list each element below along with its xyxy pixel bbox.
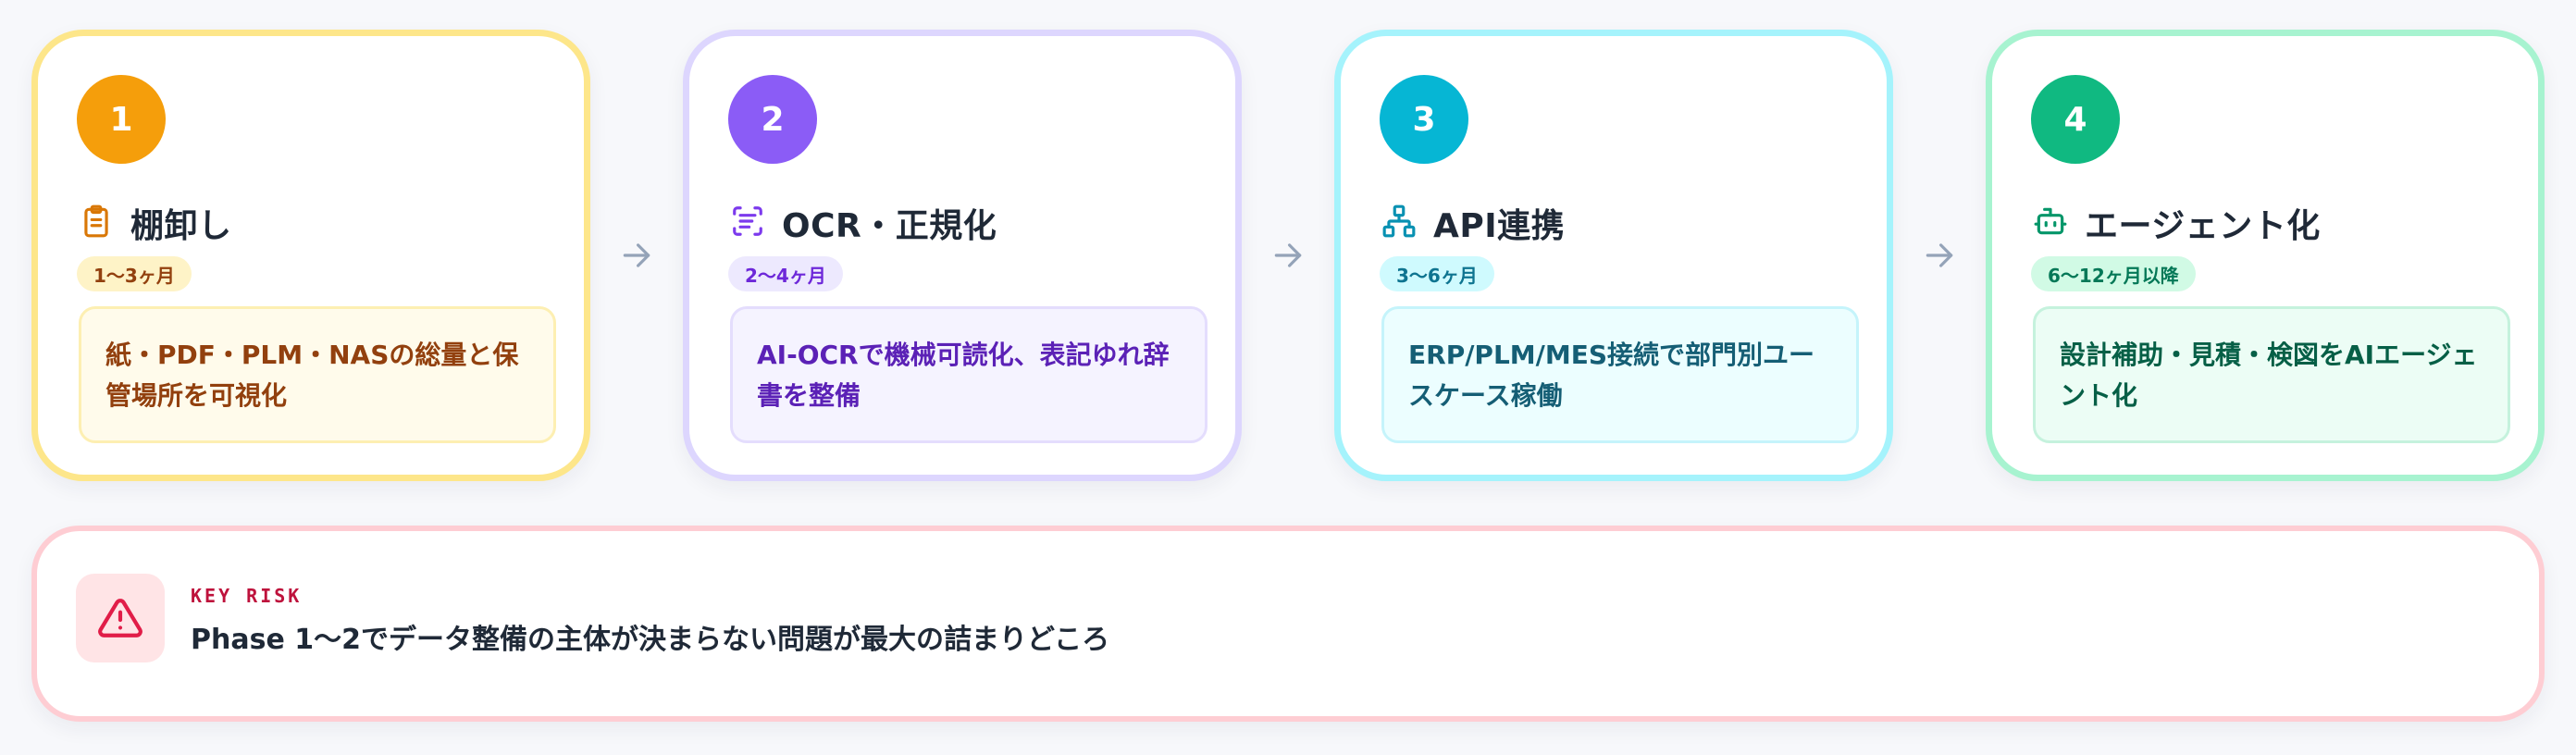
risk-label: KEY RISK bbox=[191, 585, 303, 607]
step-number-badge: 2 bbox=[728, 75, 817, 164]
arrow-right-icon bbox=[590, 30, 683, 481]
step-description: 設計補助・見積・検図をAIエージェント化 bbox=[2033, 306, 2510, 443]
duration-badge: 3〜6ヶ月 bbox=[1380, 256, 1494, 291]
step-title-row: API連携 bbox=[1381, 199, 1565, 247]
key-risk-banner: KEY RISK Phase 1〜2でデータ整備の主体が決まらない問題が最大の詰… bbox=[31, 526, 2545, 722]
step-number-badge: 1 bbox=[77, 75, 166, 164]
duration-badge: 1〜3ヶ月 bbox=[77, 256, 192, 291]
step-title-row: エージェント化 bbox=[2033, 199, 2321, 247]
step-description: AI-OCRで機械可読化、表記ゆれ辞書を整備 bbox=[730, 306, 1208, 443]
step-title-row: 棚卸し bbox=[79, 199, 232, 247]
step-number-badge: 4 bbox=[2031, 75, 2120, 164]
phase-card-1: 1 棚卸し 1〜3ヶ月 紙・PDF・PLM・NASの総量と保管場所を可視化 bbox=[31, 30, 590, 481]
duration-badge: 6〜12ヶ月以降 bbox=[2031, 256, 2196, 291]
step-description: ERP/PLM/MES接続で部門別ユースケース稼働 bbox=[1381, 306, 1859, 443]
robot-icon bbox=[2033, 204, 2068, 242]
phase-card-3: 3 API連携 3〜6ヶ月 ERP/PLM/MES接続で部門別ユースケース稼働 bbox=[1334, 30, 1893, 481]
phase-roadmap: 1 棚卸し 1〜3ヶ月 紙・PDF・PLM・NASの総量と保管場所を可視化 2 bbox=[31, 30, 2545, 481]
scan-text-icon bbox=[730, 204, 765, 242]
arrow-right-icon bbox=[1893, 30, 1986, 481]
step-description: 紙・PDF・PLM・NASの総量と保管場所を可視化 bbox=[79, 306, 556, 443]
risk-statement: Phase 1〜2でデータ整備の主体が決まらない問題が最大の詰まりどころ bbox=[191, 624, 1110, 656]
arrow-right-icon bbox=[1242, 30, 1334, 481]
step-title: API連携 bbox=[1433, 207, 1566, 245]
warning-icon bbox=[76, 574, 165, 662]
step-title: 棚卸し bbox=[130, 207, 232, 245]
step-title: OCR・正規化 bbox=[782, 207, 997, 245]
phase-card-4: 4 エージェント化 6〜12ヶ月以降 設計補助・見積・検図をAIエージェント化 bbox=[1986, 30, 2545, 481]
clipboard-icon bbox=[79, 204, 114, 242]
duration-badge: 2〜4ヶ月 bbox=[728, 256, 843, 291]
step-number-badge: 3 bbox=[1380, 75, 1468, 164]
step-title-row: OCR・正規化 bbox=[730, 199, 997, 247]
network-icon bbox=[1381, 204, 1417, 242]
step-title: エージェント化 bbox=[2085, 207, 2321, 245]
phase-card-2: 2 OCR・正規化 2〜4ヶ月 AI-OCRで機械可読化、表記ゆれ辞書を整備 bbox=[683, 30, 1242, 481]
